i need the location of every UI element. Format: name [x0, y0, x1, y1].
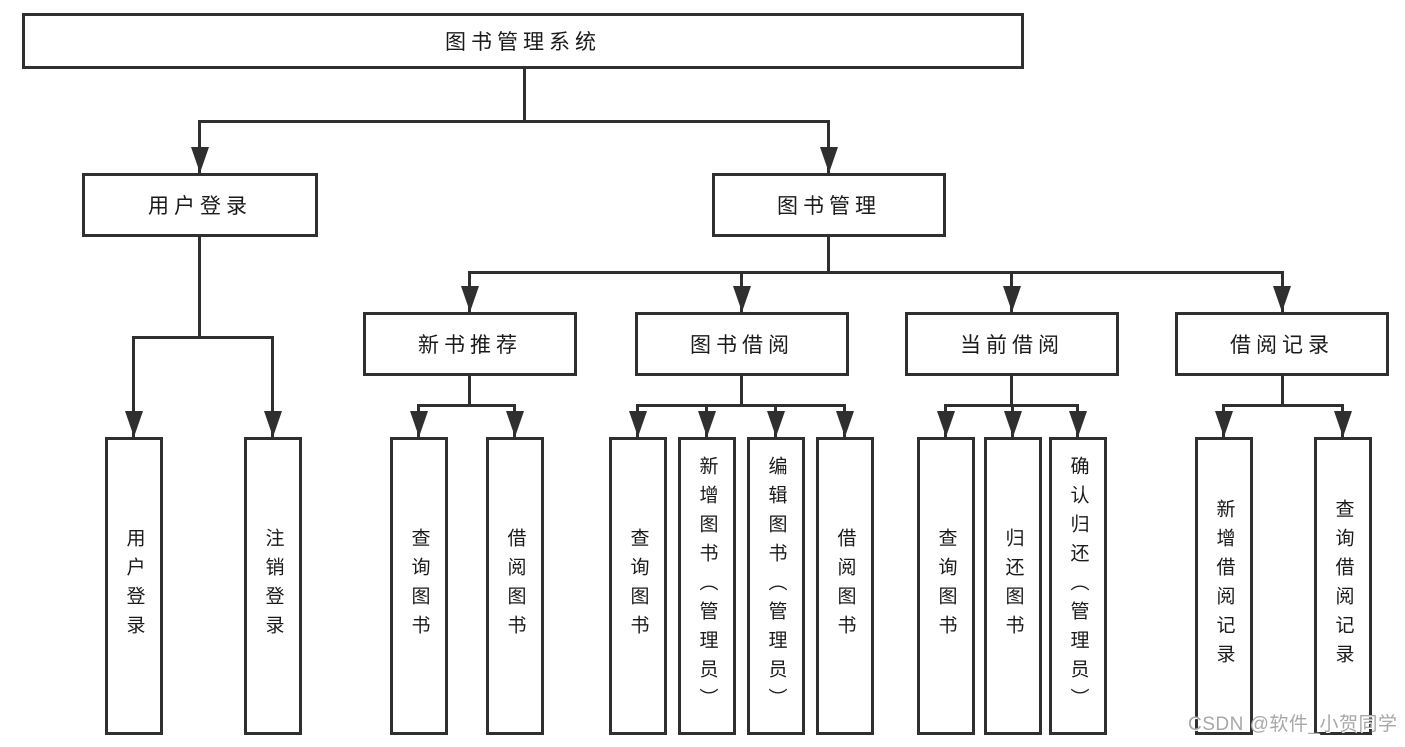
leaf-borrow-books: 借阅图书 [816, 437, 874, 735]
arrow-down-icon [1004, 411, 1022, 437]
leaf-label: 查询借阅记录 [1332, 499, 1354, 673]
leaf-label: 注销登录 [262, 528, 284, 644]
leaf-add-borrow-record: 新增借阅记录 [1195, 437, 1253, 735]
connector [827, 120, 830, 173]
connector [198, 120, 830, 123]
connector [827, 237, 830, 274]
leaf-label: 确认归还（管理员） [1067, 455, 1089, 717]
connector [1222, 404, 1344, 407]
arrow-down-icon [1334, 411, 1352, 437]
leaf-label: 查询图书 [627, 528, 649, 644]
node-user-login-group: 用户登录 [82, 173, 318, 237]
connector [468, 271, 1284, 274]
connector [132, 336, 274, 339]
arrow-down-icon [461, 286, 479, 312]
connector [1010, 376, 1013, 407]
node-new-book-recommend: 新书推荐 [363, 312, 577, 376]
connector [132, 336, 135, 437]
leaf-label: 用户登录 [123, 528, 145, 644]
leaf-label: 新增借阅记录 [1213, 499, 1235, 673]
arrow-down-icon [1003, 286, 1021, 312]
leaf-label: 查询图书 [408, 528, 430, 644]
node-book-management: 图书管理 [712, 173, 946, 237]
leaf-user-login: 用户登录 [105, 437, 163, 735]
leaf-label: 借阅图书 [834, 528, 856, 644]
leaf-query-borrow-record: 查询借阅记录 [1314, 437, 1372, 735]
arrow-down-icon [1215, 411, 1233, 437]
leaf-query-books-borrow: 查询图书 [609, 437, 667, 735]
arrow-down-icon [1069, 411, 1087, 437]
arrow-down-icon [698, 411, 716, 437]
connector [468, 376, 471, 407]
node-current-borrow: 当前借阅 [905, 312, 1119, 376]
leaf-edit-books-admin: 编辑图书（管理员） [747, 437, 805, 735]
connector [417, 404, 516, 407]
arrow-down-icon [264, 411, 282, 437]
leaf-label: 归还图书 [1002, 528, 1024, 644]
node-book-borrow: 图书借阅 [635, 312, 849, 376]
connector [523, 69, 526, 122]
leaf-label: 新增图书（管理员） [696, 455, 718, 717]
leaf-label: 编辑图书（管理员） [765, 455, 787, 717]
arrow-down-icon [733, 286, 751, 312]
leaf-confirm-return-admin: 确认归还（管理员） [1049, 437, 1107, 735]
leaf-return-books: 归还图书 [984, 437, 1042, 735]
arrow-down-icon [820, 147, 838, 173]
leaf-query-books-recommend: 查询图书 [390, 437, 448, 735]
leaf-label: 查询图书 [935, 528, 957, 644]
arrow-down-icon [410, 411, 428, 437]
connector [1281, 376, 1284, 407]
connector [740, 376, 743, 407]
leaf-borrow-books-recommend: 借阅图书 [486, 437, 544, 735]
leaf-add-books-admin: 新增图书（管理员） [678, 437, 736, 735]
connector [636, 404, 846, 407]
arrow-down-icon [506, 411, 524, 437]
arrow-down-icon [191, 147, 209, 173]
connector [271, 336, 274, 437]
leaf-query-books-current: 查询图书 [917, 437, 975, 735]
connector [198, 237, 201, 339]
arrow-down-icon [937, 411, 955, 437]
csdn-watermark: CSDN @软件_小贺同学 [1188, 714, 1398, 735]
arrow-down-icon [1273, 286, 1291, 312]
arrow-down-icon [836, 411, 854, 437]
leaf-label: 借阅图书 [504, 528, 526, 644]
connector [198, 120, 201, 173]
arrow-down-icon [125, 411, 143, 437]
leaf-logout: 注销登录 [244, 437, 302, 735]
arrow-down-icon [767, 411, 785, 437]
node-library-system: 图书管理系统 [22, 13, 1024, 69]
arrow-down-icon [629, 411, 647, 437]
node-borrow-records: 借阅记录 [1175, 312, 1389, 376]
